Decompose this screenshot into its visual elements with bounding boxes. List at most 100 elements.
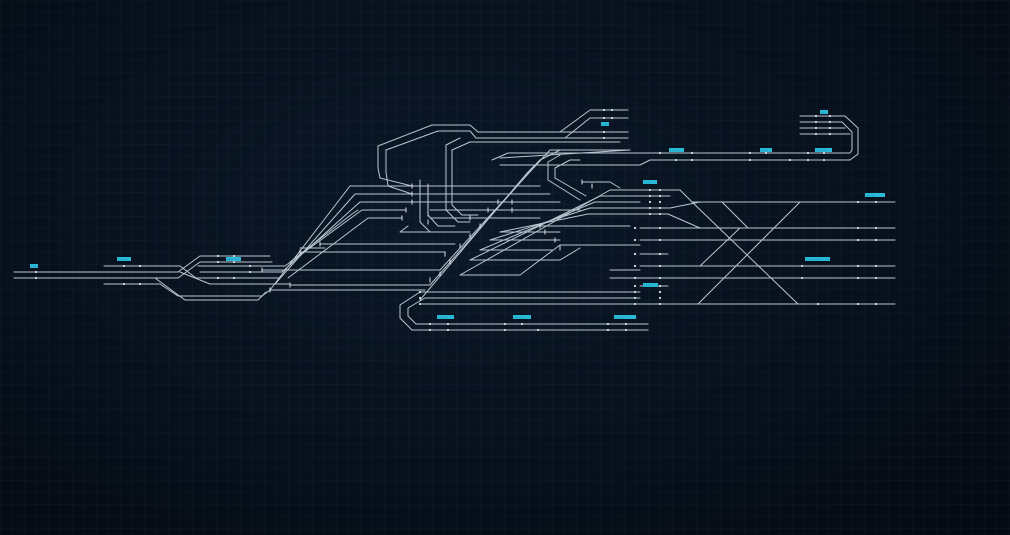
station-tag[interactable]: ···· bbox=[601, 122, 609, 126]
station-tag[interactable]: ·· bbox=[820, 110, 828, 114]
signal-marker bbox=[658, 151, 662, 155]
signal-marker bbox=[446, 328, 450, 332]
signal-marker bbox=[748, 158, 752, 162]
signal-marker bbox=[248, 264, 252, 268]
signal-marker bbox=[800, 264, 804, 268]
svg-text:······: ······ bbox=[615, 315, 626, 319]
signal-marker bbox=[874, 238, 878, 242]
svg-text:·····: ····· bbox=[227, 257, 236, 261]
station-tag[interactable]: ····· bbox=[643, 283, 658, 287]
signal-marker bbox=[658, 296, 662, 300]
station-tag[interactable]: ····· bbox=[865, 193, 885, 197]
station-tag[interactable]: ······ bbox=[614, 315, 636, 319]
svg-text:·····: ····· bbox=[866, 193, 875, 197]
station-tag[interactable]: ····· bbox=[437, 315, 454, 319]
signal-marker bbox=[658, 284, 662, 288]
central-ladder-1 bbox=[269, 185, 413, 291]
station-tag[interactable]: ···· bbox=[760, 148, 772, 152]
signal-marker bbox=[122, 282, 126, 286]
signal-marker bbox=[503, 328, 507, 332]
signal-marker bbox=[633, 284, 637, 288]
station-tag[interactable]: ····· bbox=[226, 257, 241, 261]
signal-marker bbox=[874, 276, 878, 280]
northeast-branch-tracks bbox=[491, 115, 859, 166]
signal-marker bbox=[138, 282, 142, 286]
central-ladder-3 bbox=[459, 154, 641, 276]
signal-marker bbox=[138, 264, 142, 268]
signal-marker bbox=[602, 108, 606, 112]
signal-marker bbox=[248, 270, 252, 274]
signal-marker bbox=[624, 328, 628, 332]
signal-marker bbox=[690, 158, 694, 162]
signal-marker bbox=[428, 328, 432, 332]
station-tag[interactable]: ··· bbox=[643, 180, 657, 184]
signal-marker bbox=[633, 226, 637, 230]
svg-text:···: ··· bbox=[644, 180, 650, 184]
signal-marker bbox=[232, 260, 236, 264]
signal-marker bbox=[658, 226, 662, 230]
signal-marker bbox=[610, 116, 614, 120]
svg-text:·····: ····· bbox=[670, 148, 679, 152]
signal-marker bbox=[503, 322, 507, 326]
svg-text:·····: ····· bbox=[438, 315, 447, 319]
station-tag[interactable]: ····· bbox=[117, 257, 131, 261]
signal-marker bbox=[216, 260, 220, 264]
signal-marker bbox=[658, 194, 662, 198]
signal-marker bbox=[658, 238, 662, 242]
signal-marker bbox=[232, 254, 236, 258]
svg-text:········: ········ bbox=[806, 257, 821, 261]
signal-marker bbox=[856, 226, 860, 230]
station-tags: ····· ····· ····· ···· ··· ····· ···· ··… bbox=[30, 110, 885, 319]
signal-marker bbox=[602, 116, 606, 120]
signal-marker bbox=[428, 322, 432, 326]
signal-marker bbox=[764, 151, 768, 155]
svg-text:····: ···· bbox=[602, 122, 609, 126]
signal-marker bbox=[828, 120, 832, 124]
signal-marker bbox=[874, 226, 878, 230]
signal-marker bbox=[658, 206, 662, 210]
signal-marker bbox=[658, 252, 662, 256]
signal-marker bbox=[828, 132, 832, 136]
station-tag[interactable]: ····· bbox=[669, 148, 684, 152]
signal-marker bbox=[633, 276, 637, 280]
signal-marker bbox=[446, 322, 450, 326]
signal-marker bbox=[520, 322, 524, 326]
station-tag[interactable]: ········ bbox=[805, 257, 830, 261]
signal-marker bbox=[610, 108, 614, 112]
station-tag[interactable]: ····· bbox=[513, 315, 531, 319]
station-tag[interactable]: ······ bbox=[815, 148, 832, 152]
signal-marker bbox=[602, 130, 606, 134]
signal-marker bbox=[748, 151, 752, 155]
east-throat-tracks bbox=[639, 189, 896, 305]
signal-marker bbox=[606, 328, 610, 332]
signal-marker bbox=[418, 296, 422, 300]
signal-marker bbox=[874, 200, 878, 204]
signal-marker bbox=[674, 158, 678, 162]
signal-marker bbox=[536, 328, 540, 332]
signal-marker bbox=[814, 132, 818, 136]
signal-marker bbox=[822, 151, 826, 155]
signal-marker bbox=[606, 322, 610, 326]
signal-marker bbox=[624, 322, 628, 326]
signal-marker bbox=[856, 302, 860, 306]
signal-marker bbox=[216, 276, 220, 280]
signal-marker bbox=[633, 296, 637, 300]
signal-marker bbox=[216, 254, 220, 258]
signal-marker bbox=[856, 276, 860, 280]
station-tag[interactable]: ····· bbox=[30, 264, 40, 268]
signal-marker bbox=[658, 200, 662, 204]
signal-marker bbox=[806, 158, 810, 162]
signal-marker bbox=[648, 206, 652, 210]
signal-marker bbox=[633, 302, 637, 306]
west-approach-tracks bbox=[13, 255, 291, 301]
signal-marker bbox=[34, 270, 38, 274]
signal-marker bbox=[856, 264, 860, 268]
signal-marker bbox=[602, 136, 606, 140]
signal-marker bbox=[232, 276, 236, 280]
signal-marker bbox=[633, 264, 637, 268]
signal-marker bbox=[658, 188, 662, 192]
svg-text:·····: ····· bbox=[644, 283, 653, 287]
